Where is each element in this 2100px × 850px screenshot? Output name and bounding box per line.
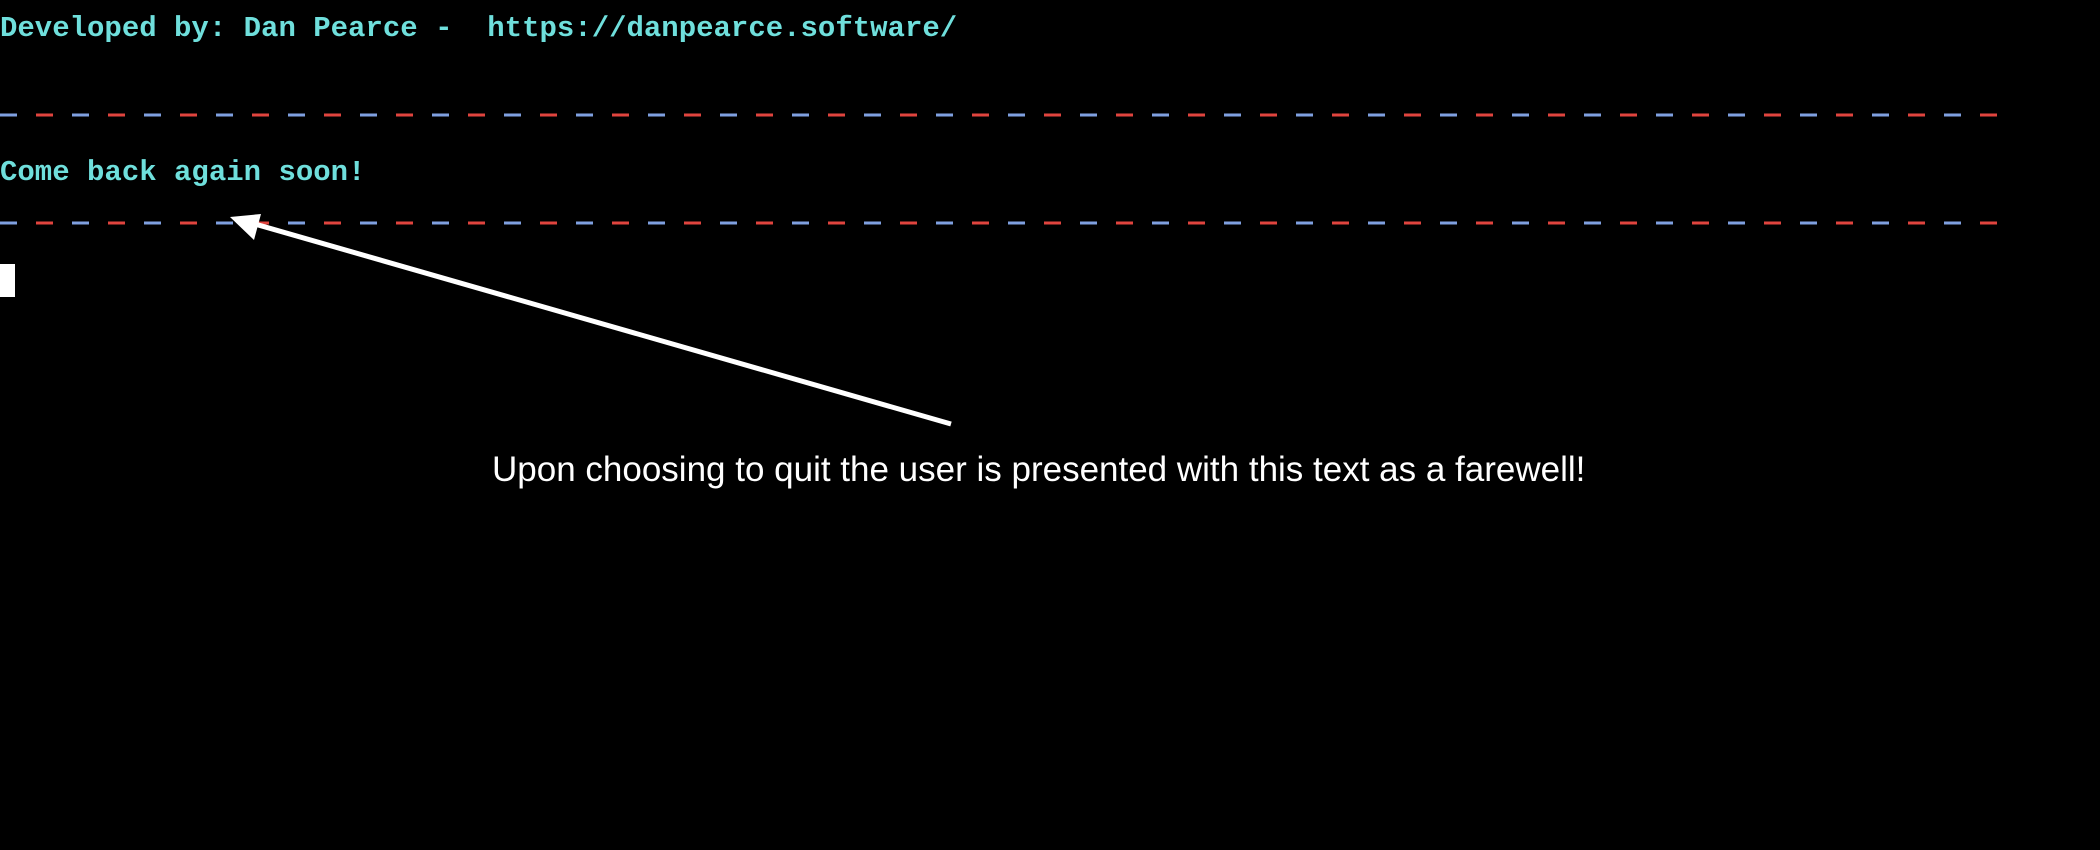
annotation-arrow-shaft [247,219,952,427]
annotation-caption: Upon choosing to quit the user is presen… [492,450,1586,489]
farewell-message: Come back again soon! [0,156,366,189]
terminal-cursor[interactable] [0,264,15,297]
dashed-divider-top [0,113,1997,117]
developer-credit: Developed by: Dan Pearce - https://danpe… [0,12,958,45]
dashed-divider-bottom [0,221,1997,225]
